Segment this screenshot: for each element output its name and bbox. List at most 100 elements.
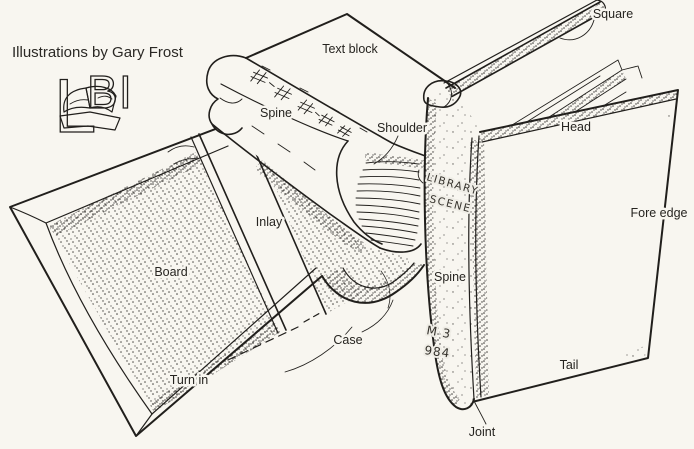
label-board-halo: Board <box>154 265 187 279</box>
diagram-labels: Text block Text block Spine Spine Should… <box>152 5 690 442</box>
hidden-edge-dashes-2 <box>303 312 321 323</box>
corner-fold-curl <box>173 158 199 165</box>
tail-top-texture <box>364 152 425 169</box>
tail-page-edges <box>355 161 421 247</box>
shoulder-leader-line <box>373 135 399 165</box>
page-edge-step <box>621 65 643 79</box>
spine-panel-top-edge <box>245 57 429 158</box>
label-joint-halo: Joint <box>469 425 496 439</box>
case-indicator-arc <box>380 270 391 309</box>
inlay-left-edge <box>198 133 287 331</box>
call-number-line2: 984 <box>424 343 452 360</box>
text-block-silhouette <box>206 14 455 253</box>
joint-leader-line <box>472 398 487 425</box>
back-cover-inner-line <box>450 9 608 98</box>
right-board-shadow <box>254 160 366 253</box>
left-board-texture <box>48 152 280 412</box>
spine-lettering-flourish <box>417 169 424 184</box>
call-number-halo1: M 3 <box>425 323 452 341</box>
square-leader-line <box>559 19 595 41</box>
back-cover-edge-texture <box>446 2 607 97</box>
page-edge-line <box>359 175 420 181</box>
spine-outline <box>423 97 475 411</box>
label-tail-halo: Tail <box>560 358 579 372</box>
front-board-head-edge-texture <box>480 90 678 142</box>
joint-line-inner <box>468 137 475 400</box>
label-shoulder: Shoulder <box>377 121 427 135</box>
case-indicator-arc <box>361 299 394 333</box>
logo-book-boards <box>59 111 121 131</box>
head-endcap-curl <box>205 54 247 136</box>
label-spine-textblock-halo: Spine <box>260 106 292 120</box>
label-case-halo: Case <box>333 333 362 347</box>
label-case: Case <box>333 333 362 347</box>
joint-groove-texture <box>470 140 489 398</box>
call-number-line1: M 3 <box>425 323 452 341</box>
case-outer-outline <box>9 124 323 437</box>
page-edge-line <box>355 204 420 213</box>
page-edge-line <box>467 59 623 153</box>
label-text-block-halo: Text block <box>322 42 378 56</box>
label-spine-book-halo: Spine <box>434 270 466 284</box>
head-endcap-inner-line <box>219 97 243 104</box>
front-board-outline <box>471 89 679 403</box>
page-edge-line <box>356 211 420 220</box>
case-indicator-arc <box>284 326 353 373</box>
spine-left-edge-texture <box>424 98 460 407</box>
tail-lining-inner-edge <box>335 140 383 245</box>
open-case-drawing <box>9 118 425 437</box>
page-edge-line <box>361 225 418 234</box>
credit-text: Illustrations by Gary Frost <box>12 44 184 61</box>
sewing-support-marks <box>250 65 368 137</box>
label-turn-in-halo: Turn in <box>170 373 208 387</box>
spine-panel-bottom-edge <box>220 83 349 142</box>
label-head: Head <box>561 120 591 134</box>
corner-fold-curl <box>167 145 195 153</box>
page-edge-line <box>358 218 419 227</box>
case-spine-hump-texture <box>322 263 424 303</box>
label-text-block: Text block <box>322 42 378 56</box>
label-board: Board <box>154 265 187 279</box>
text-block-drawing <box>205 13 456 253</box>
tail-corner-flecks <box>620 346 646 362</box>
label-fore-edge: Fore edge <box>631 206 688 220</box>
spine-lining-dashes <box>251 125 316 171</box>
label-tail: Tail <box>560 358 579 372</box>
page-edge-line <box>370 239 414 247</box>
label-inlay-halo: Inlay <box>256 215 283 229</box>
logo-book-right-page <box>85 85 117 113</box>
page-edge-line <box>365 161 419 165</box>
label-joint: Joint <box>469 425 496 439</box>
spine-lower-silhouette <box>211 123 381 249</box>
label-fore-edge-halo: Fore edge <box>631 206 688 220</box>
logo-book-page-lines <box>69 95 113 105</box>
back-cover-outer-line <box>445 1 601 89</box>
tail-bottom-edge <box>379 243 422 253</box>
page-edge-line <box>362 168 420 173</box>
label-square-halo: Square <box>593 7 633 21</box>
label-spine-book: Spine <box>434 270 466 284</box>
bound-book-drawing: LIBRARY LIBRARY SCENE SCENE M 3 M 3 984 … <box>417 0 679 425</box>
logo-open-book-glyph <box>59 85 121 131</box>
fore-edge-corner-flecks <box>664 91 676 122</box>
case-spine-hump-inner <box>342 262 415 289</box>
hidden-edge-dashes <box>227 326 299 361</box>
head-cap-inner-curl <box>443 83 452 108</box>
front-board-face <box>472 90 678 402</box>
label-turn-in: Turn in <box>170 373 208 387</box>
inlay-left-groove <box>190 136 279 334</box>
turn-in-corner-miter <box>135 413 153 437</box>
joint-line-outer <box>475 135 482 398</box>
page-edge-line <box>365 232 416 241</box>
label-square: Square <box>593 7 633 21</box>
call-number-halo2: 984 <box>424 343 452 360</box>
turn-in-bottom-inner-edge <box>151 267 317 415</box>
label-shoulder-halo: Shoulder <box>377 121 427 135</box>
label-head-halo: Head <box>561 120 591 134</box>
lbi-open-book-logo-icon: L B I <box>53 63 132 149</box>
front-board-head-inner-line <box>481 98 677 143</box>
back-cover-top-line <box>443 0 598 84</box>
label-spine-textblock: Spine <box>260 106 292 120</box>
top-surface-outline <box>245 13 456 89</box>
